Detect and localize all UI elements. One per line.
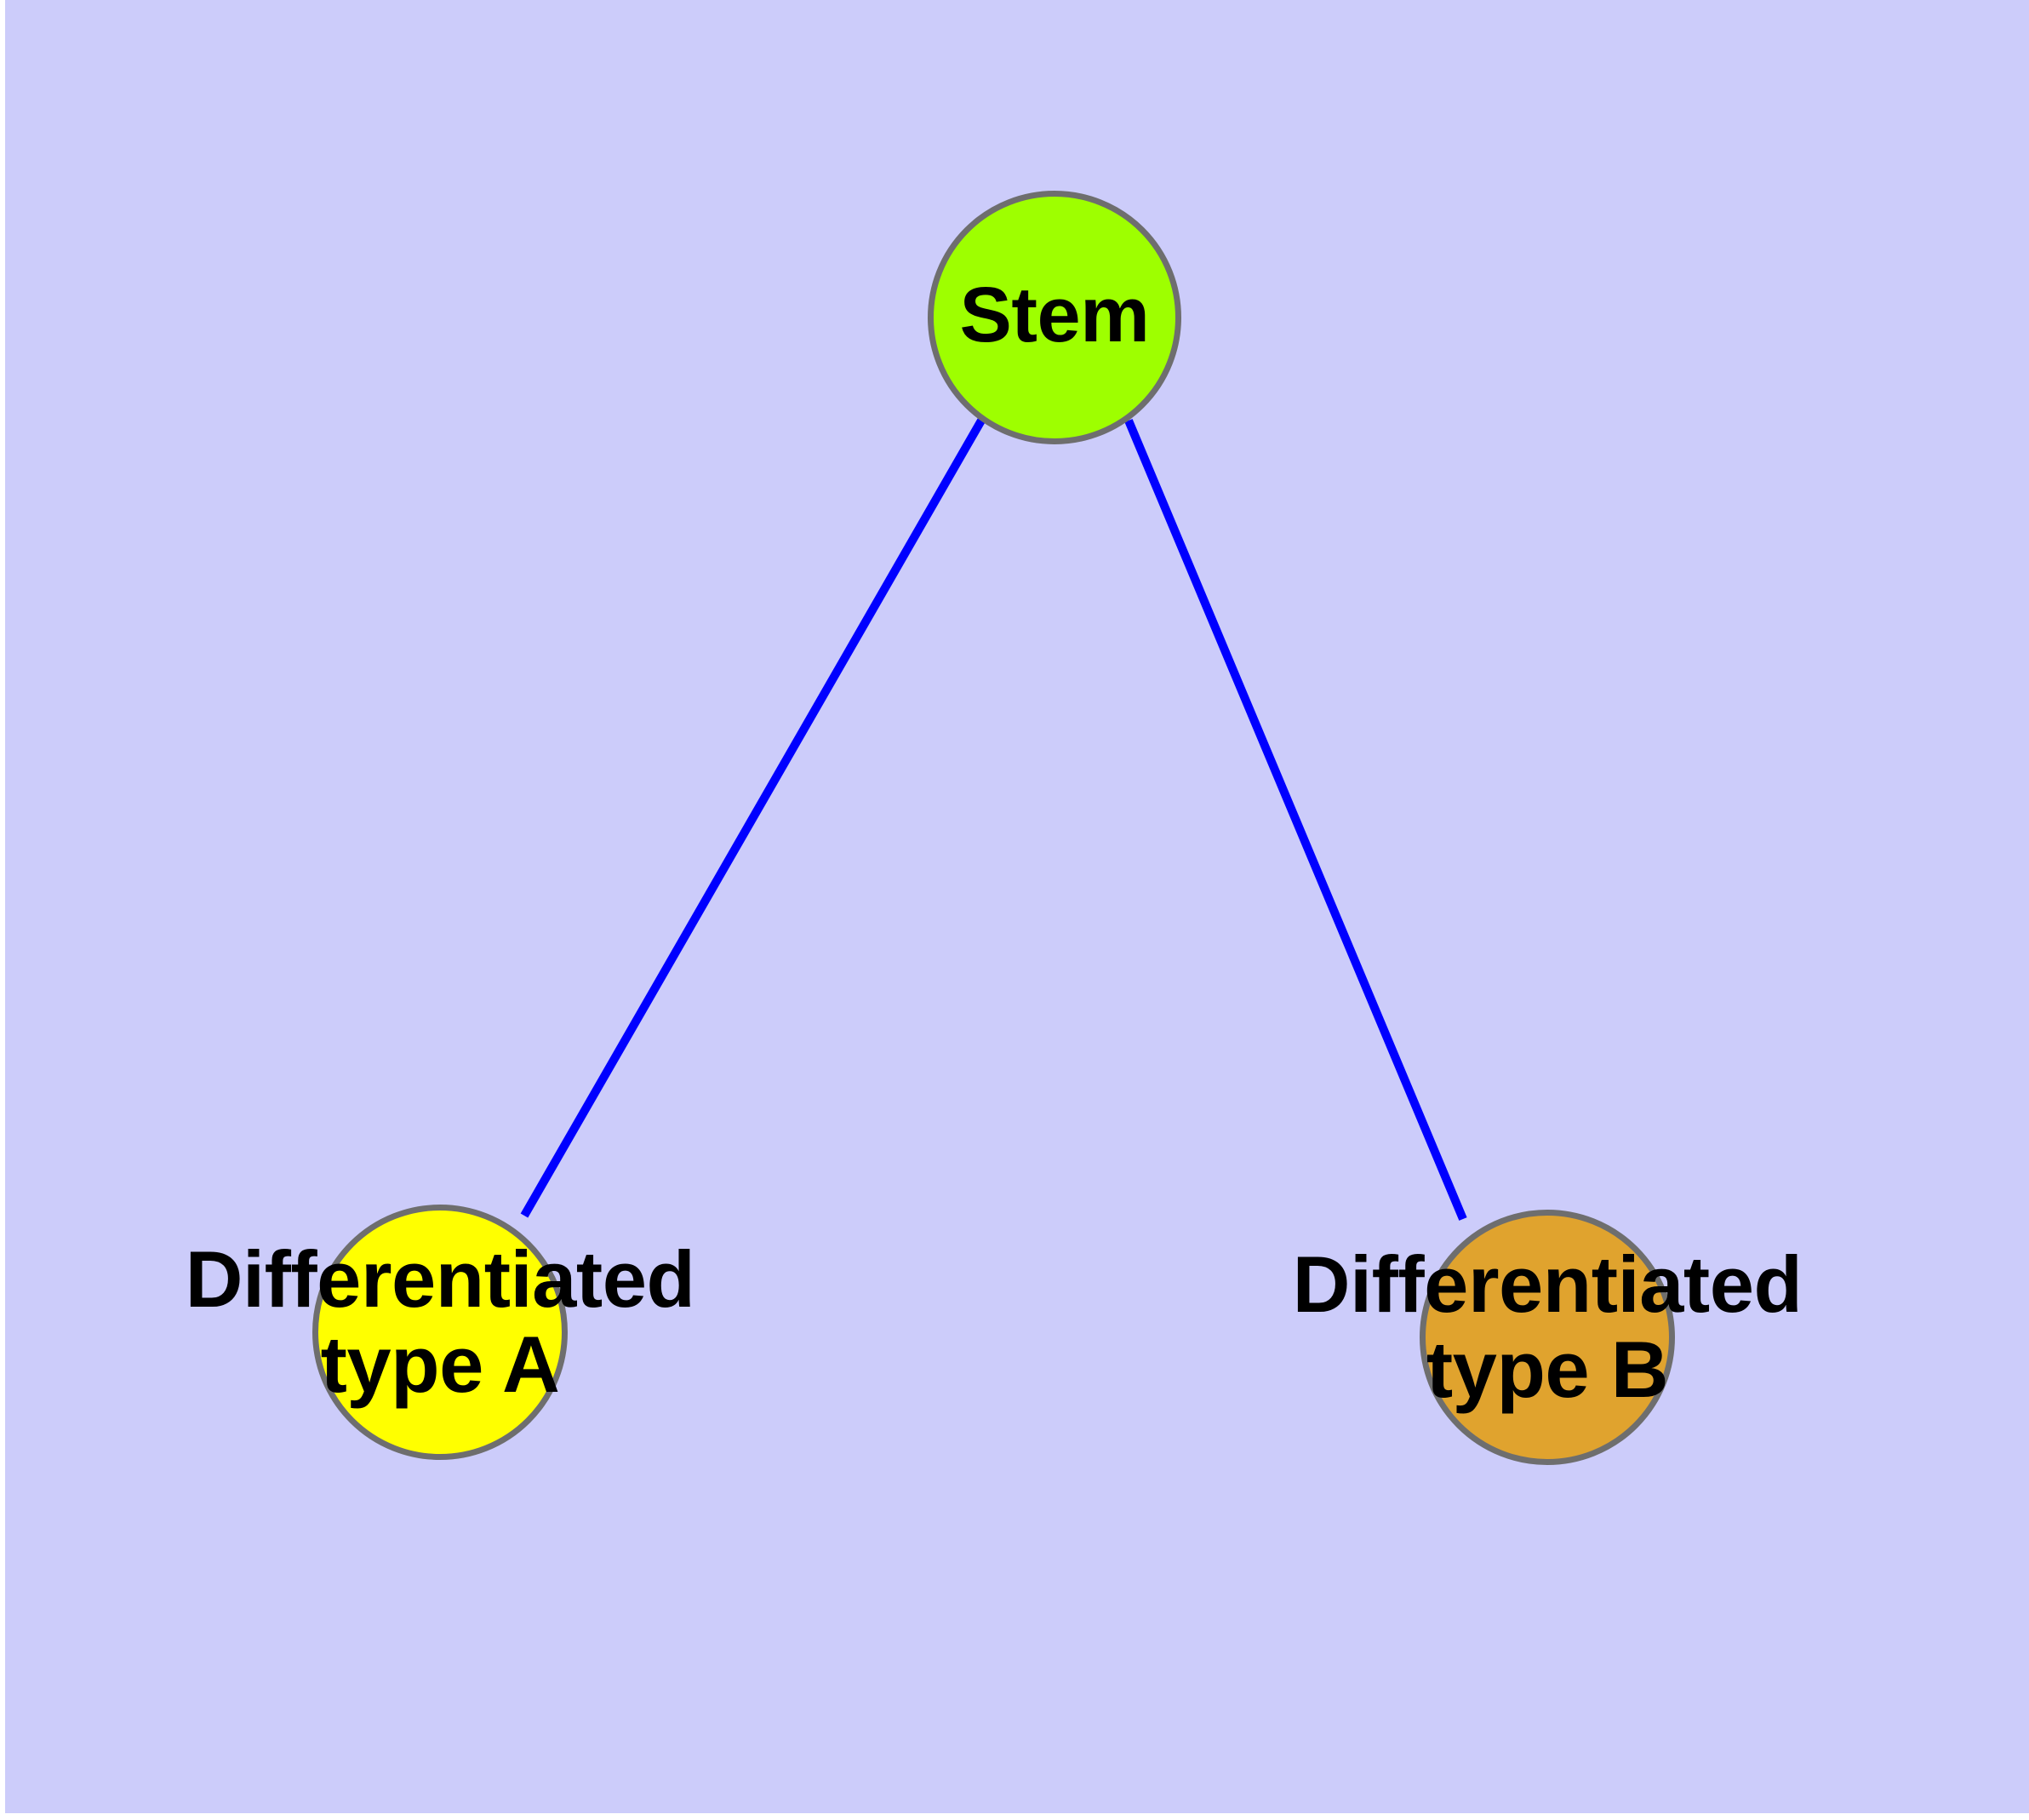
edge-stem-to-diff-a[interactable] bbox=[520, 418, 986, 1218]
nodes-layer bbox=[312, 191, 1675, 1465]
edges-layer bbox=[520, 418, 1467, 1221]
edge-stem-to-diff-b[interactable] bbox=[1124, 419, 1467, 1221]
node-circle-diff-a[interactable] bbox=[312, 1205, 568, 1460]
node-circle-stem[interactable] bbox=[928, 191, 1181, 444]
node-circle-diff-b[interactable] bbox=[1420, 1210, 1675, 1465]
